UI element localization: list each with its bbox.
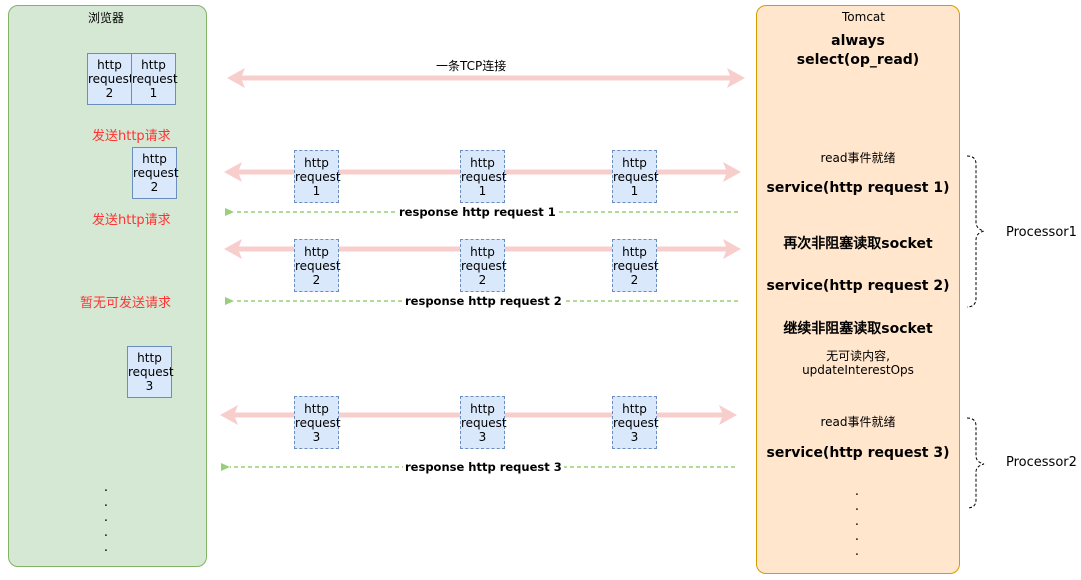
box-line: http bbox=[622, 244, 647, 259]
box-line: http bbox=[142, 152, 167, 166]
processor1-label: Processor1 bbox=[1006, 225, 1077, 240]
browser-ellipsis: · · · · · bbox=[103, 484, 109, 559]
box-line: 2 bbox=[630, 272, 639, 287]
box-line: http bbox=[622, 401, 647, 416]
box-line: 1 bbox=[630, 183, 639, 198]
processor2-brace bbox=[966, 417, 985, 509]
box-line: http bbox=[97, 58, 122, 72]
always-label: always bbox=[831, 33, 885, 49]
box-line: 2 bbox=[150, 180, 159, 194]
box-line: 1 bbox=[312, 183, 321, 198]
service-label-2: service(http request 2) bbox=[766, 278, 950, 294]
box-line: 2 bbox=[105, 86, 114, 100]
packet-request-2: http request 2 bbox=[612, 239, 659, 292]
box-line: 3 bbox=[145, 379, 154, 393]
read-ready-label-2: read事件就绪 bbox=[820, 415, 896, 429]
box-line: request bbox=[613, 169, 659, 184]
box-line: 3 bbox=[478, 429, 487, 444]
queued-request-1: http request 1 bbox=[131, 53, 178, 105]
box-line: request bbox=[128, 365, 174, 379]
packet-request-1: http request 1 bbox=[294, 150, 341, 203]
tcp-connection-label: 一条TCP连接 bbox=[436, 59, 507, 73]
response-label-3: response http request 3 bbox=[403, 460, 564, 474]
box-line: 3 bbox=[312, 429, 321, 444]
read-ready-label-1: read事件就绪 bbox=[820, 151, 896, 165]
select-label: select(op_read) bbox=[796, 52, 920, 68]
box-line: request bbox=[132, 72, 178, 86]
box-line: request bbox=[461, 169, 507, 184]
box-line: http bbox=[304, 401, 329, 416]
box-line: request bbox=[295, 258, 341, 273]
packet-request-3: http request 3 bbox=[612, 396, 659, 449]
update-interest-ops-label: updateInterestOps bbox=[802, 363, 914, 377]
box-line: request bbox=[295, 169, 341, 184]
queued-request-2: http request 2 bbox=[87, 53, 134, 105]
box-line: request bbox=[88, 72, 134, 86]
box-line: http bbox=[304, 244, 329, 259]
box-line: http bbox=[622, 155, 647, 170]
send-request-box-2: http request 2 bbox=[132, 147, 179, 199]
box-line: 2 bbox=[312, 272, 321, 287]
box-line: http bbox=[304, 155, 329, 170]
send-label-1: 发送http请求 bbox=[92, 129, 171, 144]
packet-request-3: http request 3 bbox=[460, 396, 507, 449]
packet-request-2: http request 2 bbox=[294, 239, 341, 292]
box-line: request bbox=[613, 258, 659, 273]
nothing-to-read-label: 无可读内容, bbox=[826, 349, 890, 363]
tomcat-title: Tomcat bbox=[842, 10, 885, 24]
processor2-label: Processor2 bbox=[1006, 455, 1077, 470]
browser-title: 浏览器 bbox=[88, 11, 125, 25]
box-line: request bbox=[295, 415, 341, 430]
box-line: 3 bbox=[630, 429, 639, 444]
box-line: http bbox=[141, 58, 166, 72]
tomcat-ellipsis: · · · · · bbox=[854, 488, 860, 563]
box-line: 1 bbox=[149, 86, 158, 100]
box-line: http bbox=[137, 351, 162, 365]
packet-request-3: http request 3 bbox=[294, 396, 341, 449]
packet-request-1: http request 1 bbox=[612, 150, 659, 203]
send-request-box-3: http request 3 bbox=[127, 346, 174, 398]
box-line: 2 bbox=[478, 272, 487, 287]
box-line: http bbox=[470, 401, 495, 416]
tomcat-panel bbox=[756, 5, 960, 574]
box-line: request bbox=[613, 415, 659, 430]
box-line: http bbox=[470, 155, 495, 170]
send-label-2: 发送http请求 bbox=[92, 213, 171, 228]
pause-label: 暂无可发送请求 bbox=[80, 296, 172, 311]
box-line: request bbox=[461, 258, 507, 273]
reread-label: 再次非阻塞读取socket bbox=[783, 236, 933, 252]
continue-read-label: 继续非阻塞读取socket bbox=[783, 321, 933, 337]
box-line: request bbox=[133, 166, 179, 180]
service-label-1: service(http request 1) bbox=[766, 180, 950, 196]
tcp-connection-arrow bbox=[227, 68, 745, 88]
service-label-3: service(http request 3) bbox=[766, 445, 950, 461]
box-line: http bbox=[470, 244, 495, 259]
processor1-brace bbox=[966, 155, 985, 308]
response-label-1: response http request 1 bbox=[397, 205, 558, 219]
packet-request-2: http request 2 bbox=[460, 239, 507, 292]
packet-request-1: http request 1 bbox=[460, 150, 507, 203]
box-line: request bbox=[461, 415, 507, 430]
response-label-2: response http request 2 bbox=[403, 294, 564, 308]
box-line: 1 bbox=[478, 183, 487, 198]
